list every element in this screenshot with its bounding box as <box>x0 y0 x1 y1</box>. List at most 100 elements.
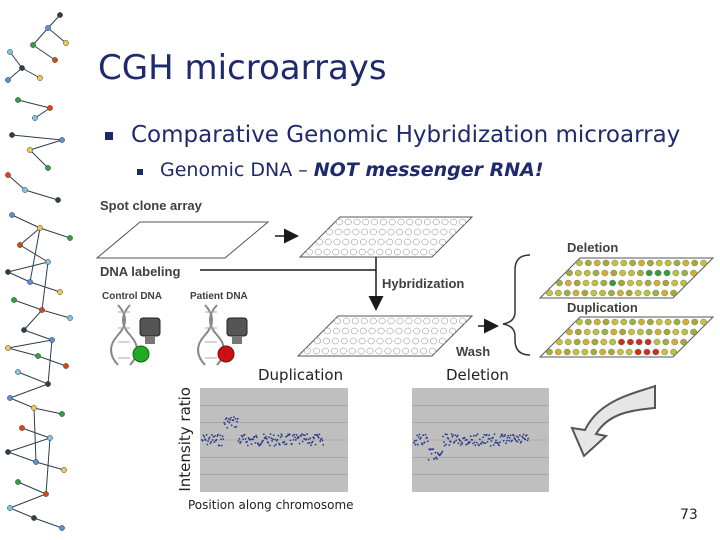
plot-point <box>319 434 321 436</box>
array-spot <box>546 349 552 355</box>
plot-point <box>277 439 279 441</box>
array-spot <box>565 339 571 345</box>
array-spot <box>350 249 356 255</box>
array-spot <box>370 318 376 324</box>
array-spot <box>700 260 706 266</box>
patient-dye-dropper-icon <box>227 318 247 344</box>
plot-point <box>504 434 506 436</box>
array-spot <box>363 219 369 225</box>
plot-point <box>461 443 463 445</box>
plot-point <box>266 438 268 440</box>
plot-point <box>256 436 258 438</box>
plot-point <box>424 442 426 444</box>
array-spot <box>340 348 346 354</box>
array-spot <box>647 319 653 325</box>
array-spot <box>395 239 401 245</box>
deletion-array-label: Deletion <box>567 240 618 255</box>
plot-point <box>446 434 448 436</box>
array-spot <box>421 249 427 255</box>
hybridization-label: Hybridization <box>382 276 464 291</box>
array-spot <box>350 338 356 344</box>
plot-point <box>273 434 275 436</box>
array-spot <box>451 219 457 225</box>
array-spot <box>609 280 615 286</box>
array-spot <box>326 229 332 235</box>
array-spot <box>583 339 589 345</box>
plot-point <box>229 422 231 424</box>
array-spot <box>316 239 322 245</box>
plot-point <box>301 433 303 435</box>
array-spot <box>585 260 591 266</box>
plot-point <box>519 434 521 436</box>
plot-point <box>238 440 240 442</box>
array-spot <box>655 270 661 276</box>
plot-point <box>291 443 293 445</box>
plot-point <box>455 439 457 441</box>
array-spot <box>654 280 660 286</box>
plot-point <box>507 437 509 439</box>
plot-point <box>263 433 265 435</box>
plot-point <box>507 435 509 437</box>
plot-point <box>227 420 229 422</box>
control-dye-dropper-icon <box>140 318 160 344</box>
plot-point <box>286 443 288 445</box>
plot-point <box>484 442 486 444</box>
plot-point <box>207 440 209 442</box>
plot-point <box>287 435 289 437</box>
array-spot <box>351 239 357 245</box>
plot-point <box>230 417 232 419</box>
array-spot <box>378 239 384 245</box>
plot-point <box>275 444 277 446</box>
array-spot <box>655 329 661 335</box>
plot-point <box>300 435 302 437</box>
array-spot <box>573 290 579 296</box>
plot-point <box>477 433 479 435</box>
array-spot <box>629 319 635 325</box>
plot-point <box>255 442 257 444</box>
plot-point <box>298 437 300 439</box>
array-spot <box>378 328 384 334</box>
array-spot <box>371 219 377 225</box>
plot-point <box>270 433 272 435</box>
array-spot <box>582 290 588 296</box>
plot-point <box>304 434 306 436</box>
plot-point <box>265 436 267 438</box>
array-spot <box>398 219 404 225</box>
array-spot <box>361 318 367 324</box>
array-spot <box>644 290 650 296</box>
array-spot <box>583 280 589 286</box>
array-spot <box>608 349 614 355</box>
array-spot <box>609 339 615 345</box>
control-dna-label: Control DNA <box>102 291 162 302</box>
array-spot <box>680 339 686 345</box>
plot-point <box>213 436 215 438</box>
plot-point <box>315 444 317 446</box>
plot-point <box>511 440 513 442</box>
array-spot <box>700 319 706 325</box>
array-spot <box>424 318 430 324</box>
array-spot <box>594 260 600 266</box>
array-spot <box>370 229 376 235</box>
plot-point <box>214 435 216 437</box>
array-spot <box>342 328 348 334</box>
array-spot <box>325 239 331 245</box>
array-spot <box>584 270 590 276</box>
plot-point <box>280 433 282 435</box>
array-spot <box>380 219 386 225</box>
plot-point <box>209 437 211 439</box>
plot-point <box>308 439 310 441</box>
plot-point <box>213 441 215 443</box>
plot-point <box>212 439 214 441</box>
plot-point <box>415 444 417 446</box>
plot-point <box>442 436 444 438</box>
plot-point <box>254 436 256 438</box>
array-spot <box>637 270 643 276</box>
plot-point <box>295 439 297 441</box>
plot-point <box>500 436 502 438</box>
plot-point <box>271 440 273 442</box>
plot-point <box>478 445 480 447</box>
array-spot <box>394 348 400 354</box>
plot-point <box>235 418 237 420</box>
array-spot <box>664 270 670 276</box>
array-spot <box>333 328 339 334</box>
